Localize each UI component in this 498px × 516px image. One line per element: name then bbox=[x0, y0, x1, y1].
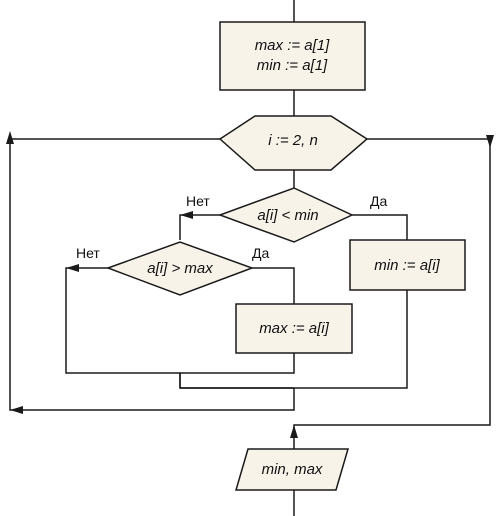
cond-min-yes-path bbox=[352, 214, 408, 240]
loop-body-exit-arrow bbox=[10, 406, 23, 414]
cond-min-no-path bbox=[179, 214, 220, 240]
output-block: min, max bbox=[234, 448, 350, 491]
init-min-label: min := a[1] bbox=[257, 57, 328, 74]
loop-hexagon bbox=[218, 115, 369, 171]
cond-min-no-label: Нет bbox=[186, 193, 210, 209]
assign-min-label: min := a[i] bbox=[374, 257, 440, 274]
loop-exit-path bbox=[293, 138, 491, 449]
assign-max-box bbox=[235, 303, 353, 354]
cond-max-no-arrow bbox=[66, 264, 79, 272]
cond-max-diamond bbox=[105, 241, 255, 296]
assign-min-box bbox=[349, 239, 466, 291]
loop-label: i := 2, n bbox=[268, 132, 318, 149]
loop-exit-arrow-right bbox=[486, 135, 494, 148]
cond-max-label: a[i] > max bbox=[147, 260, 213, 277]
loop-return-arrow bbox=[6, 131, 14, 144]
assign-max-merge-path bbox=[180, 353, 295, 374]
loop-block: i := 2, n bbox=[218, 115, 369, 171]
output-parallelogram bbox=[234, 448, 350, 491]
cond-min-yes-label: Да bbox=[370, 193, 387, 209]
assign-max-block: max := a[i] bbox=[235, 303, 353, 354]
assign-max-label: max := a[i] bbox=[259, 320, 329, 337]
cond-max-no-path bbox=[65, 267, 181, 388]
cond-max-yes-path bbox=[252, 267, 295, 304]
init-box bbox=[219, 21, 366, 91]
cond-max-no-label: Нет bbox=[76, 245, 100, 261]
cond-min-diamond bbox=[217, 187, 354, 243]
init-block: max := a[1] min := a[1] bbox=[219, 21, 366, 91]
init-max-label: max := a[1] bbox=[255, 37, 330, 54]
loop-exit-arrow-down bbox=[290, 425, 298, 438]
assign-min-block: min := a[i] bbox=[349, 239, 466, 291]
output-label: min, max bbox=[262, 461, 323, 478]
cond-max-block: a[i] > max Да Нет bbox=[76, 241, 269, 296]
cond-min-block: a[i] < min Да Нет bbox=[186, 187, 387, 243]
cond-min-no-arrow bbox=[180, 211, 193, 219]
cond-min-label: a[i] < min bbox=[257, 207, 318, 224]
cond-max-yes-label: Да bbox=[252, 245, 269, 261]
